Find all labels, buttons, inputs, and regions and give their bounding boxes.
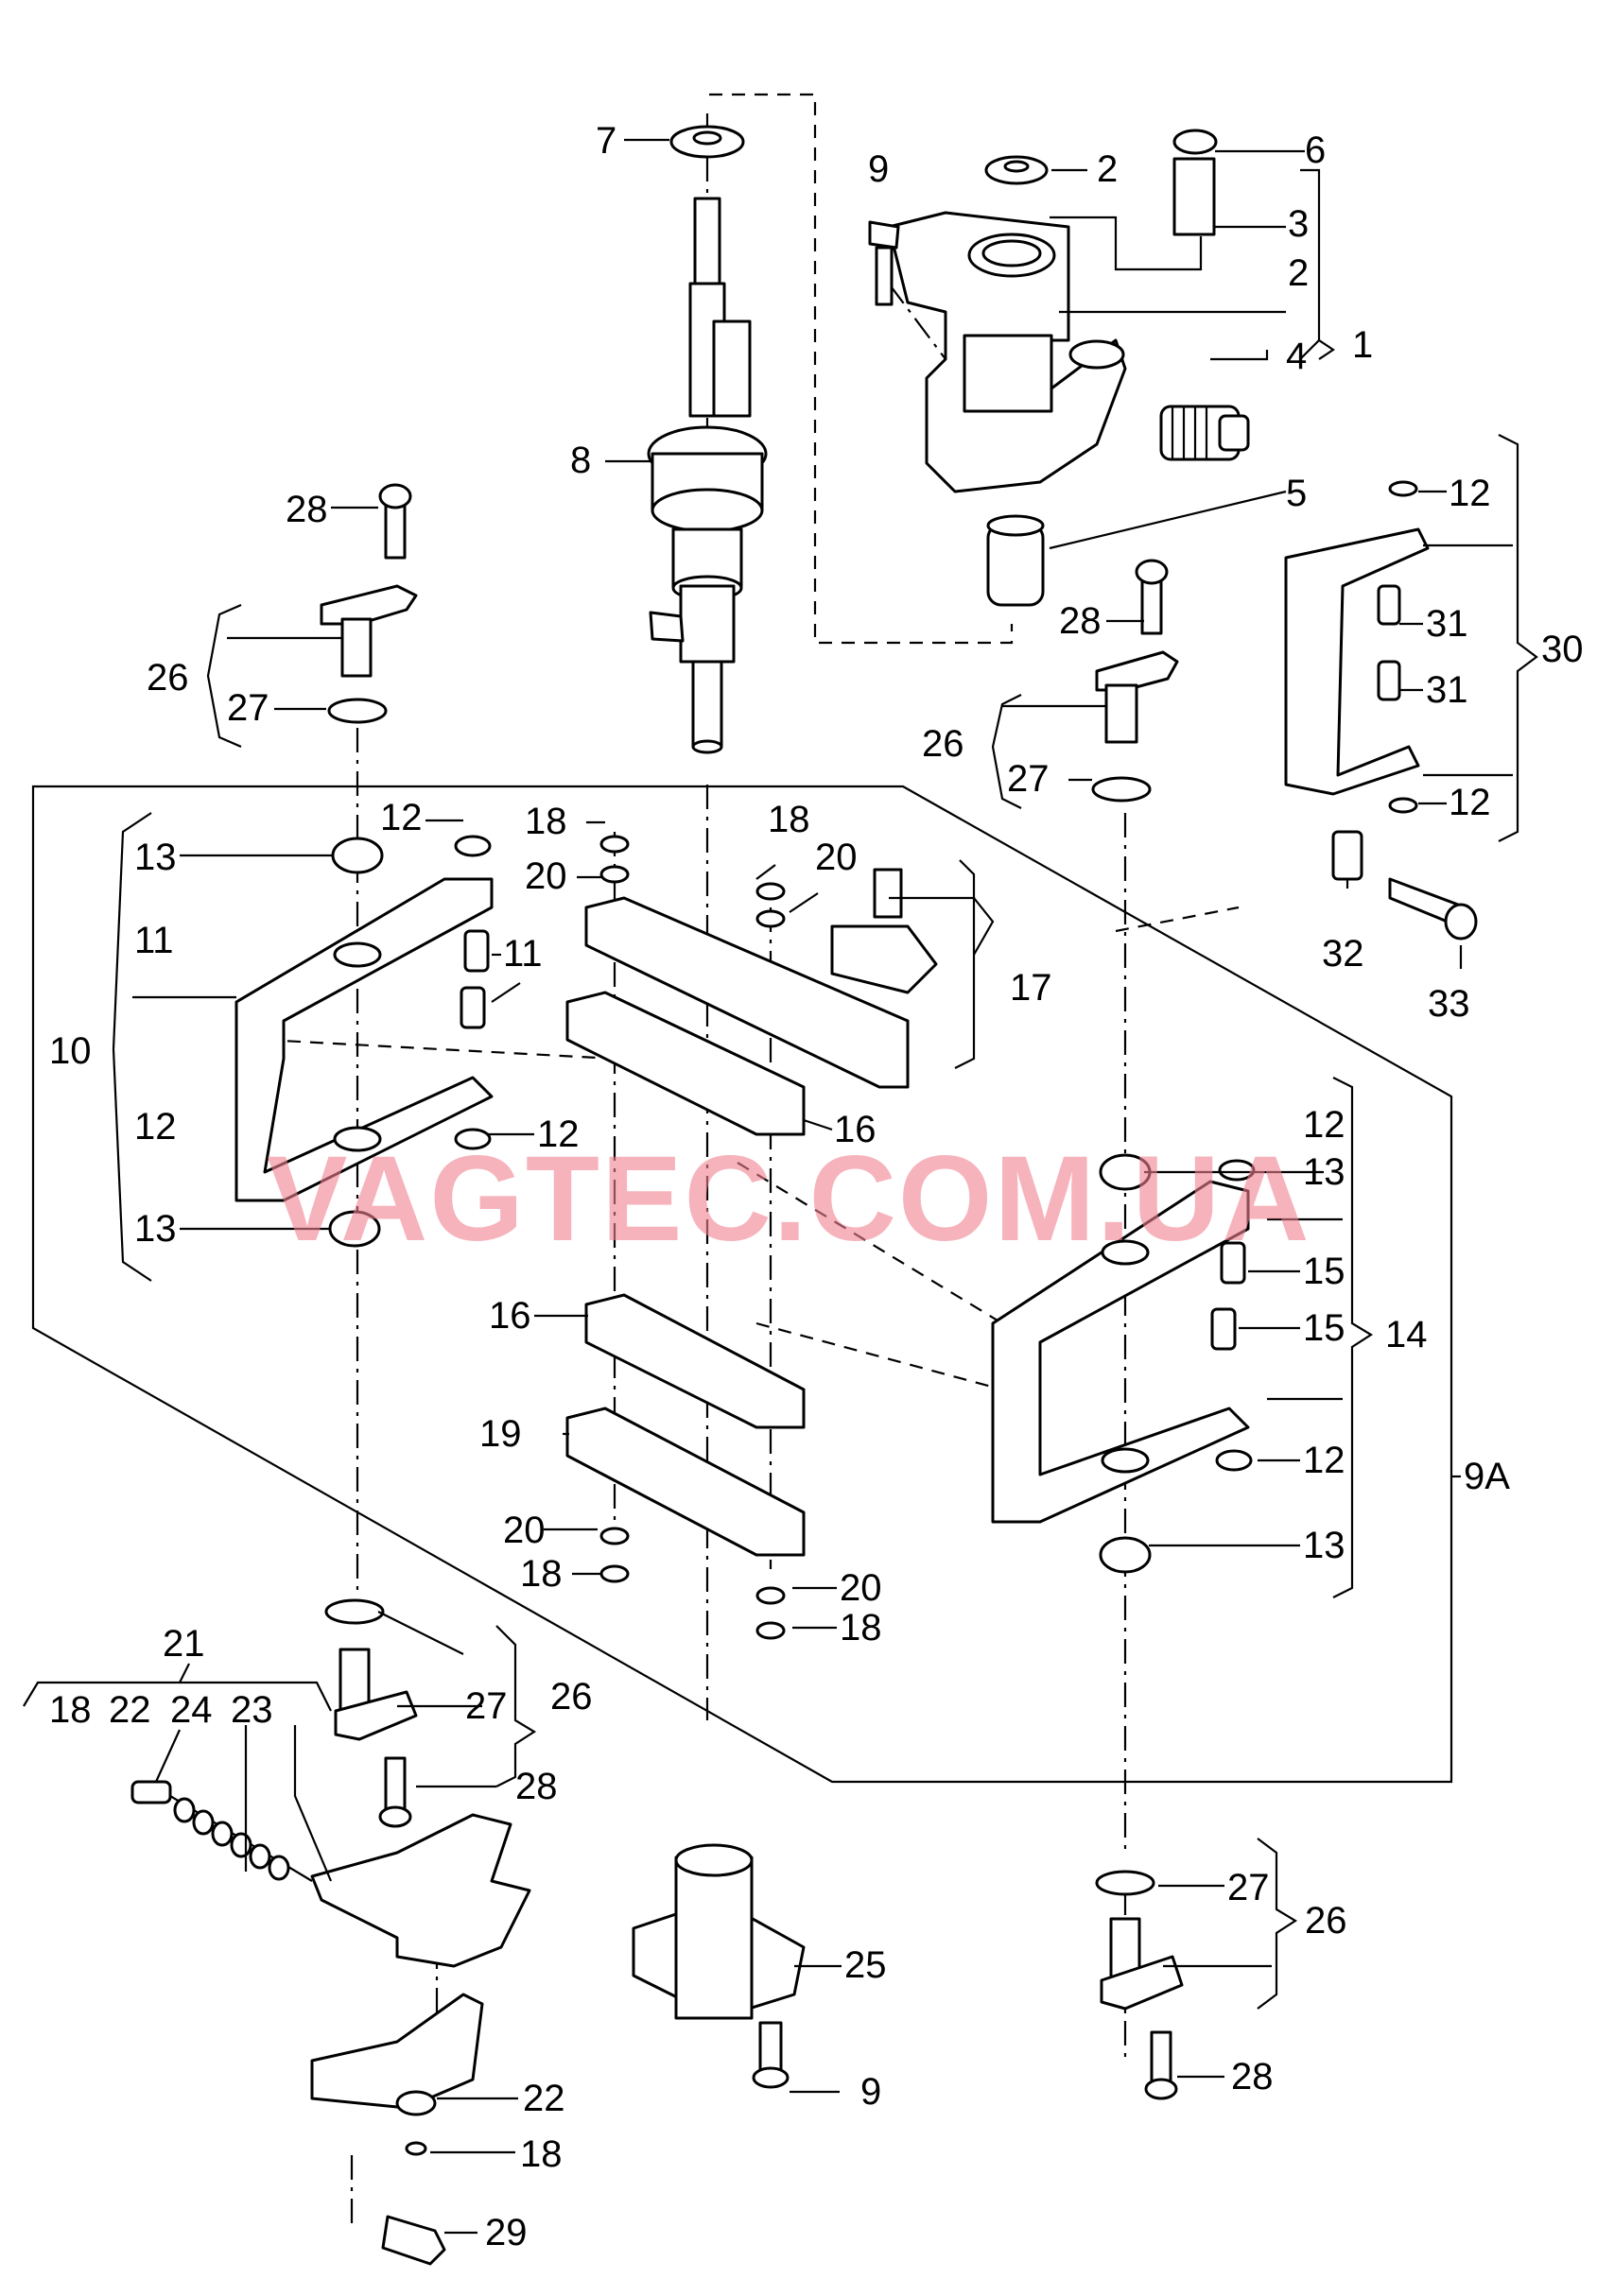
callout-15: 15 [1303, 1251, 1345, 1292]
callout-33: 33 [1428, 983, 1470, 1025]
callout-10: 10 [49, 1030, 92, 1072]
callout-18: 18 [525, 801, 567, 842]
shift-fork-30 [1284, 480, 1478, 941]
callout-3: 3 [1288, 203, 1309, 245]
callout-18: 18 [520, 1553, 563, 1595]
callout-31: 31 [1426, 669, 1468, 711]
callout-18: 18 [768, 799, 810, 840]
callout-26: 26 [1305, 1900, 1347, 1942]
lever-assembly-21 [130, 1780, 531, 2266]
callout-27: 27 [1007, 758, 1050, 800]
callout-25: 25 [844, 1944, 887, 1986]
callout-29: 29 [485, 2212, 528, 2253]
callout-20: 20 [815, 837, 858, 878]
callout-18: 18 [49, 1689, 92, 1731]
callout-9: 9 [868, 148, 889, 190]
callout-15: 15 [1303, 1307, 1345, 1349]
callout-28: 28 [1059, 600, 1102, 642]
callout-13: 13 [134, 837, 177, 878]
callout-22: 22 [109, 1689, 151, 1731]
callout-4: 4 [1286, 336, 1307, 377]
callout-28: 28 [1231, 2056, 1274, 2097]
callout-19: 19 [479, 1413, 522, 1455]
callout-8: 8 [570, 440, 591, 481]
callout-12: 12 [1303, 1104, 1345, 1146]
callout-16: 16 [834, 1109, 877, 1150]
callout-26: 26 [550, 1676, 593, 1718]
callout-1: 1 [1352, 324, 1373, 366]
selector-housing-assembly [868, 129, 1250, 607]
callout-12: 12 [1449, 473, 1491, 514]
callout-20: 20 [525, 855, 567, 897]
callout-28: 28 [515, 1766, 558, 1807]
callout-17: 17 [1010, 967, 1052, 1009]
callout-6: 6 [1305, 129, 1326, 171]
callout-13: 13 [1303, 1525, 1345, 1566]
callout-labels: 7 9 2 6 3 2 1 4 8 5 28 26 27 28 26 27 12… [49, 120, 1584, 2253]
callout-12: 12 [537, 1113, 580, 1155]
callout-27: 27 [227, 687, 269, 729]
callout-22: 22 [523, 2078, 565, 2119]
gate-plates-upper [565, 835, 938, 1136]
callout-18: 18 [520, 2133, 563, 2175]
callout-13: 13 [134, 1208, 177, 1250]
callout-21: 21 [163, 1623, 205, 1665]
callout-24: 24 [170, 1689, 213, 1731]
callout-16: 16 [489, 1295, 531, 1337]
callout-26: 26 [922, 723, 964, 765]
callout-12: 12 [1303, 1440, 1345, 1481]
watermark: VAGTEC.COM.UA [267, 1131, 1311, 1267]
callout-2: 2 [1288, 252, 1309, 294]
callout-12: 12 [380, 797, 423, 838]
gate-plates-lower [565, 1293, 806, 1640]
callout-30: 30 [1541, 629, 1584, 670]
callout-31: 31 [1426, 603, 1468, 645]
callout-20: 20 [503, 1510, 546, 1551]
callout-12: 12 [134, 1106, 177, 1148]
selector-shaft-assembly [647, 125, 768, 754]
callout-28: 28 [286, 489, 328, 530]
callout-11: 11 [134, 920, 174, 961]
callout-27: 27 [1227, 1867, 1270, 1908]
callout-20: 20 [840, 1567, 882, 1609]
callout-23: 23 [231, 1689, 273, 1731]
callout-18: 18 [840, 1607, 882, 1649]
shift-fork-14 [991, 1153, 1256, 1574]
shift-fork-10 [234, 835, 494, 1248]
leader-lines [23, 138, 1538, 2235]
callout-5: 5 [1286, 473, 1307, 514]
callout-7: 7 [596, 120, 616, 162]
callout-14: 14 [1385, 1314, 1428, 1355]
callout-12: 12 [1449, 782, 1491, 823]
callout-13: 13 [1303, 1151, 1345, 1193]
callout-27: 27 [465, 1685, 508, 1727]
callout-9: 9 [860, 2071, 881, 2113]
housing-25 [632, 1843, 806, 2089]
callout-26: 26 [147, 657, 189, 699]
callout-32: 32 [1322, 933, 1364, 975]
callout-9A: 9A [1464, 1456, 1510, 1497]
pins-26 [320, 483, 1184, 2100]
callout-11: 11 [503, 933, 543, 975]
assembly-group-outline [31, 785, 1453, 1784]
callout-2: 2 [1097, 148, 1118, 190]
